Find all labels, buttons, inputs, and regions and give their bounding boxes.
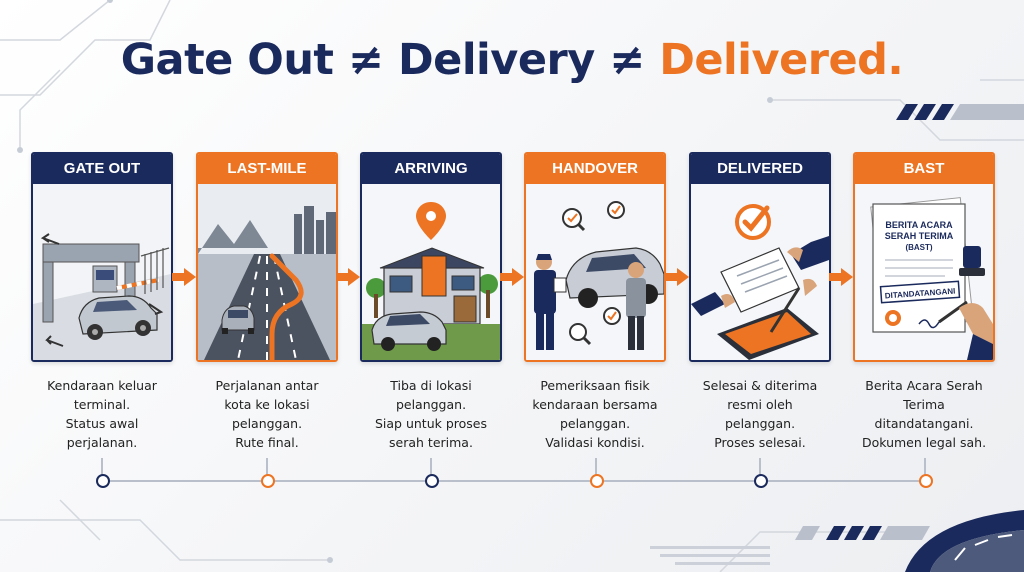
desc-line: Proses selesai. <box>714 435 806 450</box>
arrow-right-icon <box>336 268 360 286</box>
desc-line: Perjalanan antar <box>215 378 319 393</box>
title-part-orange: Delivered. <box>659 35 904 85</box>
timeline-dot-last-mile <box>261 474 275 488</box>
arrow-right-icon <box>172 268 196 286</box>
desc-line: pelanggan. <box>395 397 467 412</box>
stage-card-bast: BAST BERITA ACARA SERAH TERIMA (BAST) DI… <box>853 152 995 362</box>
bast-doc-line1: BERITA ACARA <box>885 220 953 230</box>
desc-line: pelanggan. <box>559 416 631 431</box>
stage-header: HANDOVER <box>526 154 664 184</box>
bast-doc-line2: SERAH TERIMA <box>885 231 954 241</box>
stage-card-last-mile: LAST-MILE <box>196 152 338 362</box>
desc-line: pelanggan. <box>724 416 796 431</box>
desc-line: Terima <box>903 397 945 412</box>
desc-line: kota ke lokasi <box>224 397 310 412</box>
arrow-right-icon <box>829 268 853 286</box>
desc-line: Rute final. <box>235 435 299 450</box>
stage-card-arriving: ARRIVING <box>360 152 502 362</box>
road-route-icon <box>198 184 336 360</box>
desc-line: terminal. <box>73 397 131 412</box>
stage-description-arriving: Tiba di lokasi pelanggan. Siap untuk pro… <box>356 376 506 452</box>
timeline-tick <box>759 458 761 476</box>
desc-line: Selesai & diterima <box>702 378 818 393</box>
stage-header: BAST <box>855 154 993 184</box>
desc-line: resmi oleh <box>727 397 793 412</box>
desc-line: Pemeriksaan fisik <box>540 378 650 393</box>
desc-line: kendaraan bersama <box>532 397 658 412</box>
timeline-dot-arriving <box>425 474 439 488</box>
stage-description-handover: Pemeriksaan fisik kendaraan bersama pela… <box>520 376 670 452</box>
bast-doc-line3: (BAST) <box>905 243 932 252</box>
timeline-tick <box>924 458 926 476</box>
title-part-navy: Gate Out ≠ Delivery ≠ <box>120 35 660 85</box>
desc-line: Status awal <box>65 416 139 431</box>
arrow-right-icon <box>500 268 524 286</box>
desc-line: Kendaraan keluar <box>47 378 157 393</box>
desc-line: Berita Acara Serah <box>865 378 983 393</box>
document-stamp-icon: BERITA ACARA SERAH TERIMA (BAST) DITANDA… <box>855 184 993 360</box>
signed-tablet-icon <box>691 184 829 360</box>
desc-line: pelanggan. <box>231 416 303 431</box>
stage-description-bast: Berita Acara Serah Terima ditandatangani… <box>849 376 999 452</box>
timeline-tick <box>595 458 597 476</box>
timeline-tick <box>430 458 432 476</box>
page-title: Gate Out ≠ Delivery ≠ Delivered. <box>0 30 1024 90</box>
timeline-line <box>102 480 924 482</box>
stage-card-gate-out: GATE OUT <box>31 152 173 362</box>
gate-car-icon <box>33 184 171 360</box>
desc-line: Validasi kondisi. <box>545 435 645 450</box>
desc-line: Tiba di lokasi <box>390 378 472 393</box>
desc-line: Dokumen legal sah. <box>861 435 987 450</box>
timeline-dot-handover <box>590 474 604 488</box>
timeline-dot-delivered <box>754 474 768 488</box>
timeline-dot-gate-out <box>96 474 110 488</box>
desc-line: perjalanan. <box>66 435 138 450</box>
stage-description-last-mile: Perjalanan antar kota ke lokasi pelangga… <box>192 376 342 452</box>
timeline-dot-bast <box>919 474 933 488</box>
stage-card-handover: HANDOVER <box>524 152 666 362</box>
stage-header: DELIVERED <box>691 154 829 184</box>
timeline-tick <box>101 458 103 476</box>
house-pin-icon <box>362 184 500 360</box>
stage-header: ARRIVING <box>362 154 500 184</box>
stage-header: LAST-MILE <box>198 154 336 184</box>
stage-header: GATE OUT <box>33 154 171 184</box>
inspection-icon <box>526 184 664 360</box>
stage-description-delivered: Selesai & diterima resmi oleh pelanggan.… <box>685 376 835 452</box>
arrow-right-icon <box>665 268 689 286</box>
timeline-tick <box>266 458 268 476</box>
stage-description-gate-out: Kendaraan keluar terminal. Status awal p… <box>27 376 177 452</box>
desc-line: serah terima. <box>389 435 473 450</box>
stage-card-delivered: DELIVERED <box>689 152 831 362</box>
desc-line: ditandatangani. <box>874 416 974 431</box>
desc-line: Siap untuk proses <box>374 416 488 431</box>
